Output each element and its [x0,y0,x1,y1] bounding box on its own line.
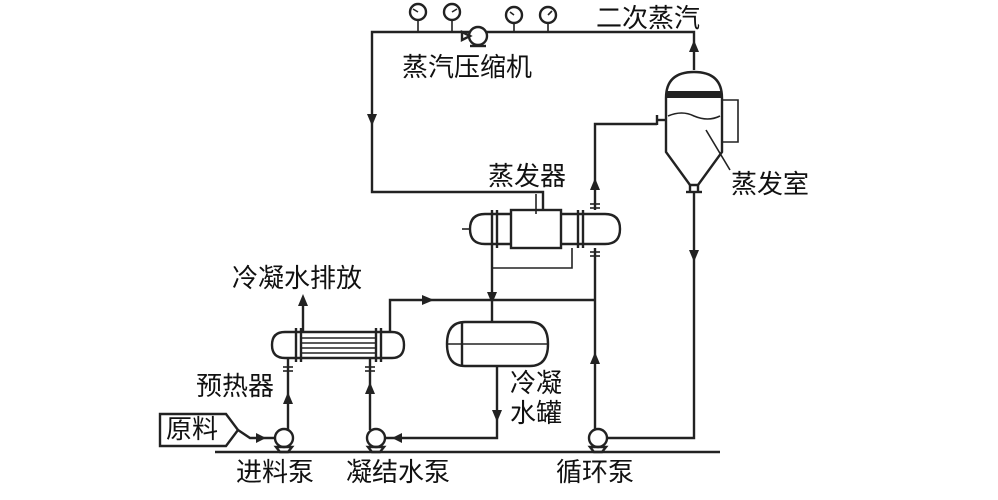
raw-material-box [158,412,240,448]
evaporator [462,208,622,250]
preheater-label: 预热器 [196,372,275,402]
circulation-loop-pipe [606,192,696,440]
feed-pump [273,427,295,454]
preheated-feed-pipe [388,298,595,332]
temperature-gauge-icon [538,5,558,32]
preheater [270,328,406,362]
pressure-gauge-icon [504,5,524,32]
compressed-steam-pipe [370,30,545,210]
condensate-pump-label: 凝结水泵 [346,458,451,488]
vapor-compressor [408,2,558,48]
vapor-compressor-label: 蒸汽压缩机 [402,53,533,83]
circulation-pump [587,427,609,454]
raw-material-label: 原料 [166,415,219,445]
condensate-discharge-label: 冷凝水排放 [232,264,363,294]
pressure-gauge-icon [408,2,428,32]
evaporation-chamber [655,70,739,194]
secondary-steam-pipe [487,30,696,70]
feed-pump-label: 进料泵 [236,458,315,488]
condensate-pump [365,427,408,454]
condensate-tank [445,320,550,368]
condensate-tank-label: 冷凝 水罐 [510,369,563,429]
circulation-pump-label: 循环泵 [556,458,635,488]
pressure-gauge-icon [442,2,462,32]
secondary-steam-label: 二次蒸汽 [596,4,701,34]
evaporation-chamber-label: 蒸发室 [731,170,810,200]
evaporator-label: 蒸发器 [488,162,567,192]
circulation-return-pipe [593,122,657,430]
